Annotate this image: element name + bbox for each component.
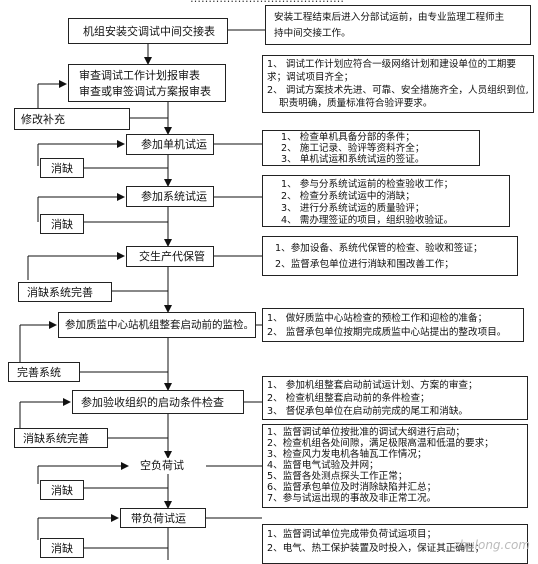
fix1-box: 消缺 bbox=[40, 158, 84, 178]
system-test-note: 1、 参与分系统试运前的检查验收工作； 2、 检查分系统试运中的消缺； 3、 进… bbox=[262, 175, 510, 227]
start-note: 安装工程结束后进入分部试运前，由专业监理工程师主 持中间交接工作。 bbox=[265, 5, 531, 45]
noload-note: 1、监督调试单位按批准的调试大纲进行启动； 2、检查机组各处间隙，满足极限高温和… bbox=[262, 424, 528, 508]
fix5-box: 消缺 bbox=[40, 480, 84, 500]
handover-box: 交生产代保管 bbox=[126, 246, 214, 267]
load-box: 带负荷试运 bbox=[120, 508, 206, 528]
start-box: 机组安装交调试中间交接表 bbox=[68, 18, 228, 44]
fix6-box: 消缺 bbox=[40, 538, 84, 558]
fix3-box: 消缺系统完善 bbox=[18, 282, 112, 302]
acceptance-note: 1、 参加机组整套启动前试运计划、方案的审查； 2、 检查机组整套启动前的条件检… bbox=[262, 376, 528, 420]
handover-note: 1、参加设备、系统代保管的检查、验收和签证； 2、监督承包单位进行消缺和围改善工… bbox=[262, 236, 518, 276]
watermark: zhulong.com bbox=[453, 538, 530, 552]
fix4-box: 消缺系统完善 bbox=[14, 428, 108, 448]
quality-check-box: 参加质监中心站机组整套启动前的监检。 bbox=[58, 312, 256, 338]
header-fragment: …………………………………… bbox=[190, 0, 344, 5]
revise-box: 修改补充 bbox=[14, 108, 130, 130]
fix2-box: 消缺 bbox=[40, 214, 84, 234]
review-box: 审查调试工作计划报审表 审查或审签调试方案报审表 bbox=[68, 64, 226, 102]
noload-box: 空负荷试 bbox=[130, 458, 206, 474]
improve-box: 完善系统 bbox=[8, 362, 80, 382]
review-note: 1、 调试工作计划应符合一级网络计划和建设单位的工期要 求；调试项目齐全； 2、… bbox=[262, 55, 534, 113]
unit-test-note: 1、 检查单机具备分部的条件； 2、 施工记录、验评等资料齐全； 3、 单机试运… bbox=[262, 130, 480, 166]
acceptance-box: 参加验收组织的启动条件检查 bbox=[72, 390, 244, 414]
unit-test-box: 参加单机试运 bbox=[126, 134, 214, 155]
start-label: 机组安装交调试中间交接表 bbox=[83, 25, 215, 38]
quality-check-note: 1、 做好质监中心站检查的预检工作和迎检的准备； 2、 监督承包单位按期完成质监… bbox=[262, 308, 524, 342]
system-test-box: 参加系统试运 bbox=[126, 186, 214, 207]
